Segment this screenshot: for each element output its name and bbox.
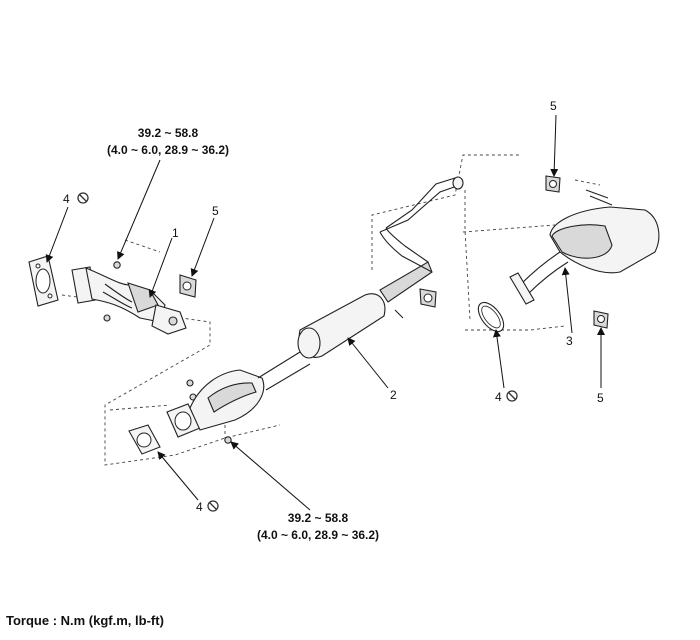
rear-rubber-hangers xyxy=(545,175,609,329)
part-label-4-front: 4 xyxy=(63,192,70,206)
prohibition-circle-icon xyxy=(77,192,89,204)
assembly-dashed-lines xyxy=(61,154,601,466)
front-gasket xyxy=(28,255,59,307)
prohibition-circle-icon xyxy=(207,500,219,512)
center-pipe-part-2 xyxy=(128,176,464,455)
part-label-4-lower: 4 xyxy=(196,500,203,514)
front-pipe-part-1 xyxy=(71,266,187,335)
leader-lines xyxy=(45,114,605,511)
torque-value-rear: 39.2 ~ 58.8 xyxy=(288,511,349,525)
part-label-4-rear: 4 xyxy=(495,390,502,404)
torque-units-front: (4.0 ~ 6.0, 28.9 ~ 36.2) xyxy=(107,143,229,157)
part-label-5-rear: 5 xyxy=(597,391,604,405)
part-label-3: 3 xyxy=(566,334,573,348)
prohibition-circle-icon xyxy=(506,390,518,402)
torque-units-rear: (4.0 ~ 6.0, 28.9 ~ 36.2) xyxy=(257,528,379,542)
part-label-2: 2 xyxy=(390,388,397,402)
part-label-5-front: 5 xyxy=(212,204,219,218)
torque-value-front: 39.2 ~ 58.8 xyxy=(138,126,199,140)
front-rubber-hanger xyxy=(179,274,197,298)
flange-nuts xyxy=(103,261,232,444)
center-rubber-hanger xyxy=(419,288,437,308)
torque-legend: Torque : N.m (kgf.m, lb-ft) xyxy=(6,613,164,628)
main-muffler-part-3 xyxy=(509,189,660,305)
part-label-5-top: 5 xyxy=(550,99,557,113)
rear-gasket xyxy=(477,301,505,333)
part-label-1: 1 xyxy=(172,226,179,240)
